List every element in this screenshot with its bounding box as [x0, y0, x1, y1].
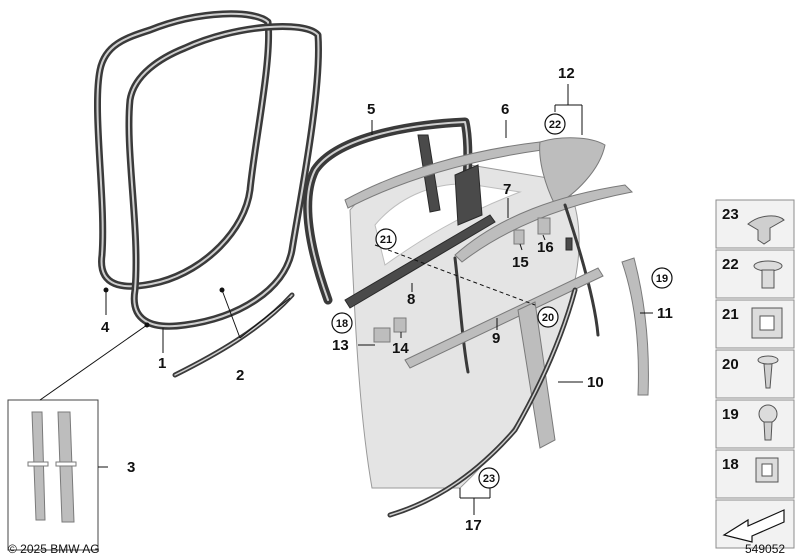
svg-text:22: 22	[722, 256, 739, 273]
svg-text:23: 23	[722, 206, 739, 223]
legend-cell-23: 23	[715, 199, 795, 249]
svg-text:22: 22	[549, 119, 561, 131]
copyright-text: © 2025 BMW AG	[8, 542, 100, 556]
callout-16: 16	[537, 239, 554, 256]
legend-cell-20: 20	[715, 349, 795, 399]
door-seal-outer	[93, 10, 273, 290]
svg-text:18: 18	[336, 318, 348, 330]
legend-cell-18: 18	[715, 449, 795, 499]
fastener-legend: 23 22 21 20 19 18	[715, 199, 795, 549]
direction-arrow-icon	[722, 509, 785, 543]
callout-6: 6	[501, 101, 509, 118]
callout-13: 13	[332, 337, 349, 354]
circle-ref-22: 22	[544, 113, 566, 135]
legend-cell-22: 22	[715, 249, 795, 299]
callout-15: 15	[512, 254, 529, 271]
callout-1: 1	[158, 355, 166, 372]
reference-line	[374, 244, 536, 306]
legend-cell-arrow	[715, 499, 795, 549]
circled-references: 18 19 20 21 22 23	[331, 113, 673, 489]
svg-text:21: 21	[722, 306, 739, 323]
belt-line-strip	[404, 267, 604, 369]
inset-part-3	[7, 399, 99, 551]
svg-text:19: 19	[656, 273, 668, 285]
callout-labels: 1 2 3 4 5 6 7 8 9 10 11 12 13 14 15 16 1…	[101, 65, 673, 534]
callout-11: 11	[657, 305, 673, 322]
door-seal-inner	[125, 22, 322, 330]
callout-12: 12	[558, 65, 575, 82]
callout-7: 7	[503, 181, 511, 198]
svg-text:20: 20	[542, 312, 554, 324]
callout-17: 17	[465, 517, 482, 534]
callout-8: 8	[407, 291, 415, 308]
legend-cell-21: 21	[715, 299, 795, 349]
callout-5: 5	[367, 101, 375, 118]
callout-14: 14	[392, 340, 409, 357]
triangle-cover	[539, 137, 606, 206]
svg-text:19: 19	[722, 406, 739, 423]
svg-text:23: 23	[483, 473, 495, 485]
callout-4: 4	[101, 319, 110, 336]
circle-ref-23: 23	[478, 467, 500, 489]
svg-text:21: 21	[380, 234, 392, 246]
circle-ref-21: 21	[375, 228, 397, 250]
door-bottom-seal	[387, 287, 578, 518]
callout-2: 2	[236, 367, 244, 384]
callout-9: 9	[492, 330, 500, 347]
circle-ref-19: 19	[651, 267, 673, 289]
callout-10: 10	[587, 374, 604, 391]
leader-lines	[39, 84, 653, 515]
svg-text:18: 18	[722, 456, 739, 473]
rear-frame	[453, 184, 649, 396]
door-panel	[349, 163, 580, 489]
diagram-number: 549052	[745, 542, 785, 556]
circle-ref-18: 18	[331, 312, 353, 334]
legend-cell-19: 19	[715, 399, 795, 449]
lower-seal-strip	[172, 292, 295, 378]
circle-ref-20: 20	[537, 306, 559, 328]
clip-parts	[373, 217, 573, 343]
window-channel-lower	[344, 214, 496, 309]
callout-3: 3	[127, 459, 135, 476]
svg-text:20: 20	[722, 356, 739, 373]
